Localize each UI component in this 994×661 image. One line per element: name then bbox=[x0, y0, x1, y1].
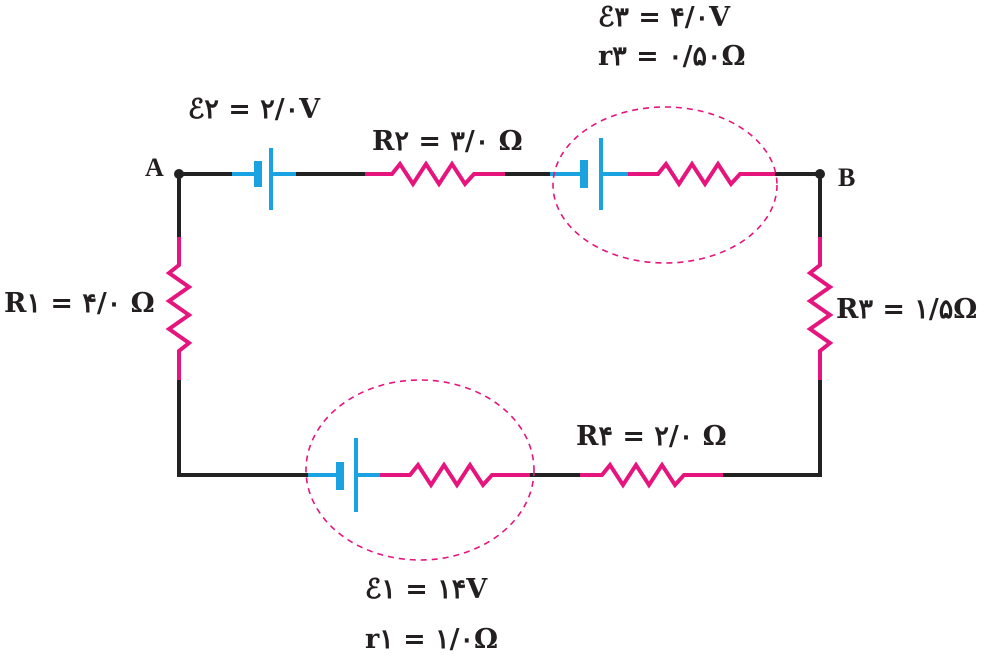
resistor-r2 bbox=[365, 160, 505, 188]
node-b-dot bbox=[815, 169, 825, 179]
resistor-r1 bbox=[165, 237, 193, 380]
resistor-r3 bbox=[806, 237, 834, 380]
dashed-ring-e3 bbox=[552, 106, 778, 264]
node-a-label: A bbox=[145, 153, 164, 182]
label-e1: ℰ۱ = ۱۴V bbox=[365, 574, 488, 605]
battery-e1 bbox=[308, 438, 380, 512]
resistor-internal-r1 bbox=[380, 461, 530, 489]
label-e3: ℰ۳ = ۴/۰V bbox=[598, 2, 731, 33]
label-r4: R۴ = ۲/۰ Ω bbox=[576, 421, 727, 452]
resistor-internal-r3 bbox=[628, 160, 775, 188]
label-int-r1: r۱ = ۱/۰Ω bbox=[365, 624, 498, 655]
label-e2: ℰ۲ = ۲/۰V bbox=[188, 94, 321, 125]
label-r2: R۲ = ۳/۰ Ω bbox=[372, 126, 523, 157]
battery-e2 bbox=[232, 148, 296, 210]
label-int-r3: r۳ = ۰/۵۰Ω bbox=[598, 41, 746, 72]
label-r3: R۳ = ۱/۵Ω bbox=[836, 294, 977, 325]
battery-e3 bbox=[550, 138, 628, 210]
right-wire-bottom bbox=[721, 378, 822, 477]
label-r1: R۱ = ۴/۰ Ω bbox=[4, 288, 155, 319]
dashed-ring-e1 bbox=[305, 379, 535, 561]
node-a-dot bbox=[174, 169, 184, 179]
left-wire-bottom bbox=[177, 378, 310, 477]
resistor-r4 bbox=[580, 461, 723, 489]
node-b-label: B bbox=[838, 163, 855, 192]
